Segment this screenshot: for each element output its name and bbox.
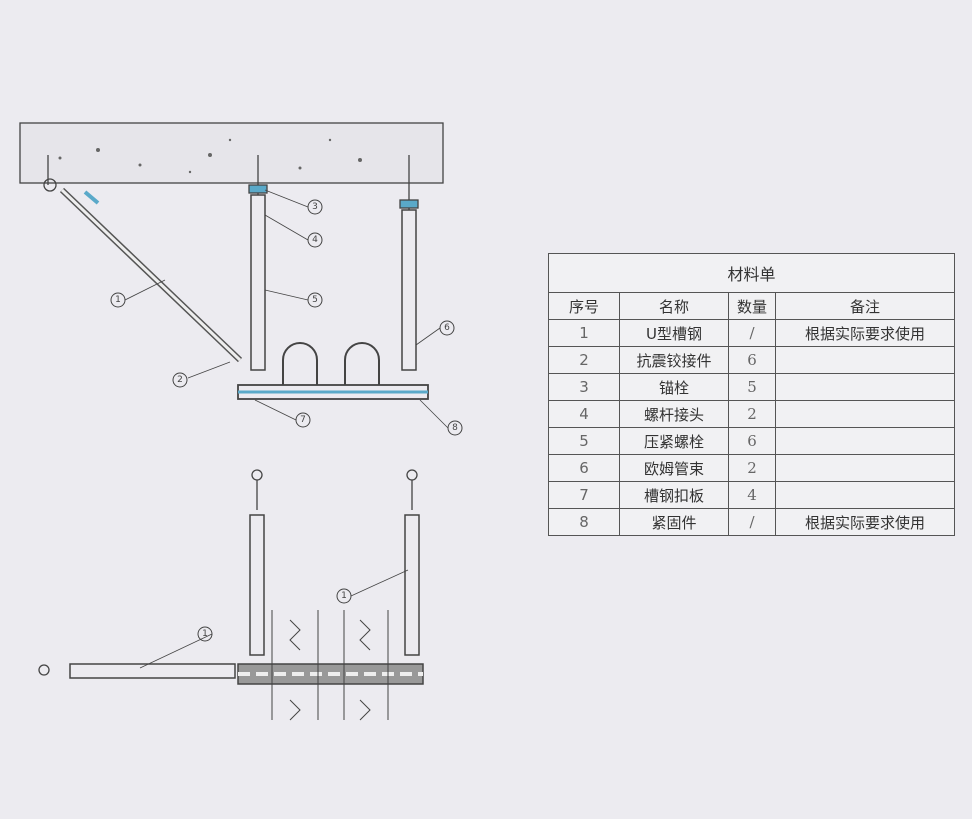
cell-name: 螺杆接头 xyxy=(619,400,729,428)
pipe-break-lines xyxy=(271,610,389,721)
svg-text:3: 3 xyxy=(312,202,318,212)
callout-6: 6 xyxy=(439,320,455,336)
cell-note xyxy=(775,373,955,401)
bom-title: 材料单 xyxy=(548,253,955,293)
callout-7: 7 xyxy=(295,412,311,428)
cell-no: 1 xyxy=(548,319,620,347)
callout-5: 5 xyxy=(307,292,323,308)
cell-no: 6 xyxy=(548,454,620,482)
cell-qty: 6 xyxy=(728,427,776,455)
concrete-aggregate xyxy=(58,138,362,174)
pipe-clamp xyxy=(282,342,318,385)
cell-note: 根据实际要求使用 xyxy=(775,319,955,347)
cell-no: 2 xyxy=(548,346,620,374)
callout-1-hanger: 1 xyxy=(336,588,352,604)
cell-name: 欧姆管束 xyxy=(619,454,729,482)
cell-qty: 5 xyxy=(728,373,776,401)
left-hanger xyxy=(249,514,265,656)
elevation-view xyxy=(19,122,449,429)
cell-note: 根据实际要求使用 xyxy=(775,508,955,536)
cell-no: 4 xyxy=(548,400,620,428)
callout-1-brace: 1 xyxy=(197,626,213,642)
svg-text:1: 1 xyxy=(202,629,208,639)
svg-text:4: 4 xyxy=(312,235,318,245)
header-qty: 数量 xyxy=(728,292,776,320)
cell-name: 抗震铰接件 xyxy=(619,346,729,374)
cell-no: 7 xyxy=(548,481,620,509)
pipe-clamp xyxy=(344,342,380,385)
side-view-callouts: 1 1 xyxy=(197,588,352,642)
callout-1: 1 xyxy=(110,292,126,308)
cell-name: 槽钢扣板 xyxy=(619,481,729,509)
cell-qty: / xyxy=(728,319,776,347)
cell-qty: 2 xyxy=(728,400,776,428)
callout-3: 3 xyxy=(307,199,323,215)
cell-note xyxy=(775,400,955,428)
svg-text:8: 8 xyxy=(452,423,458,433)
callout-2: 2 xyxy=(172,372,188,388)
callout-4: 4 xyxy=(307,232,323,248)
cell-name: 紧固件 xyxy=(619,508,729,536)
cell-note xyxy=(775,346,955,374)
svg-text:2: 2 xyxy=(177,375,183,385)
svg-text:5: 5 xyxy=(312,295,318,305)
cell-qty: 4 xyxy=(728,481,776,509)
cell-qty: / xyxy=(728,508,776,536)
side-view xyxy=(38,469,424,721)
cell-qty: 2 xyxy=(728,454,776,482)
cell-note xyxy=(775,427,955,455)
bom-header-row: 序号 名称 数量 备注 xyxy=(548,292,955,320)
header-note: 备注 xyxy=(775,292,955,320)
cell-name: U型槽钢 xyxy=(619,319,729,347)
svg-text:6: 6 xyxy=(444,323,450,333)
right-hanger xyxy=(404,514,420,656)
svg-text:1: 1 xyxy=(341,591,347,601)
left-vertical-channel xyxy=(250,194,266,371)
cell-name: 压紧螺栓 xyxy=(619,427,729,455)
cell-note xyxy=(775,481,955,509)
svg-text:7: 7 xyxy=(300,415,306,425)
concrete-slab xyxy=(19,122,444,184)
right-vertical-channel xyxy=(401,209,417,371)
cell-name: 锚栓 xyxy=(619,373,729,401)
cell-note xyxy=(775,454,955,482)
header-no: 序号 xyxy=(548,292,620,320)
cell-no: 8 xyxy=(548,508,620,536)
elevation-callouts: 1 2 3 4 5 6 7 8 xyxy=(110,199,463,436)
header-name: 名称 xyxy=(619,292,729,320)
svg-text:1: 1 xyxy=(115,295,121,305)
horizontal-brace xyxy=(69,663,236,679)
callout-8: 8 xyxy=(447,420,463,436)
cell-no: 5 xyxy=(548,427,620,455)
cell-no: 3 xyxy=(548,373,620,401)
cell-qty: 6 xyxy=(728,346,776,374)
